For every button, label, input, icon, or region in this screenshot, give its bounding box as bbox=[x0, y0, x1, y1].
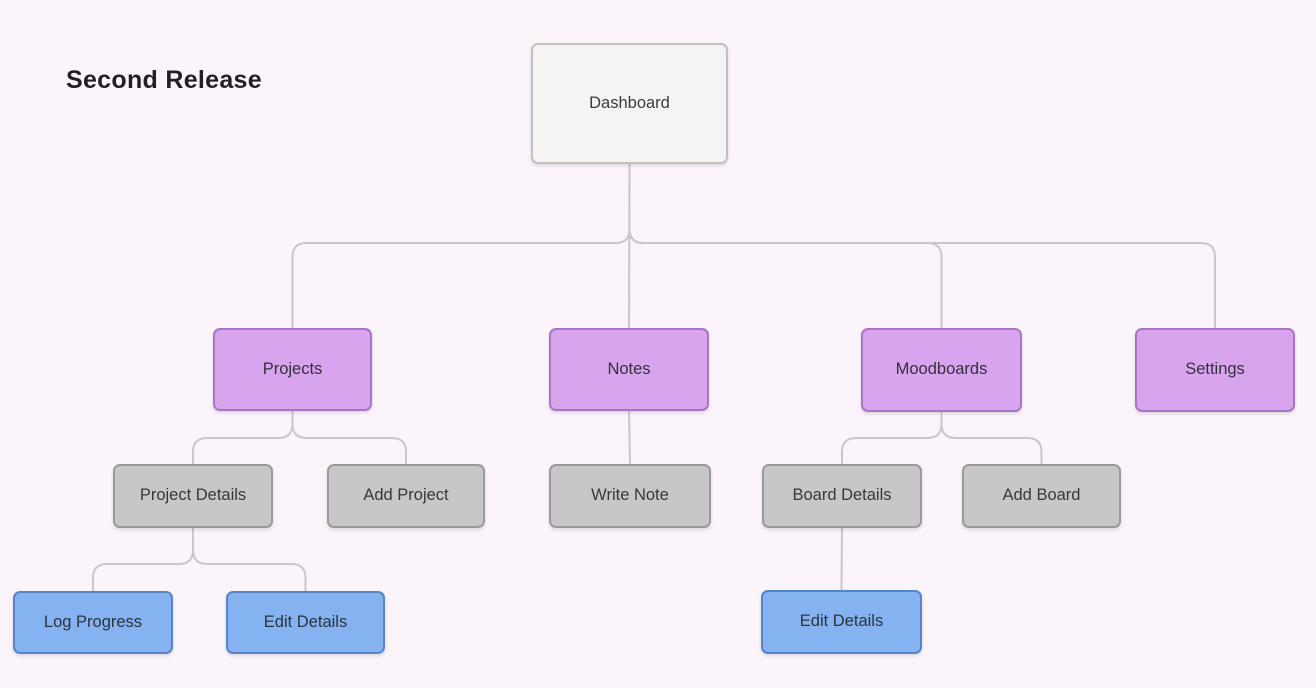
connector-dashboard-moodboards bbox=[628, 163, 943, 329]
diagram-title: Second Release bbox=[66, 66, 262, 94]
node-notes[interactable]: Notes bbox=[549, 328, 709, 411]
node-dashboard[interactable]: Dashboard bbox=[531, 43, 728, 164]
node-add-project[interactable]: Add Project bbox=[327, 464, 485, 528]
connector-notes-write-note bbox=[628, 410, 631, 465]
connector-projects-add-project bbox=[291, 410, 407, 465]
connector-projects-project-details bbox=[192, 410, 294, 465]
node-board-details[interactable]: Board Details bbox=[762, 464, 922, 528]
connector-moodboards-add-board bbox=[940, 411, 1043, 465]
node-edit-details-project[interactable]: Edit Details bbox=[226, 591, 385, 654]
node-projects[interactable]: Projects bbox=[213, 328, 372, 411]
connector-project-details-log-progress bbox=[92, 527, 194, 592]
node-edit-details-board[interactable]: Edit Details bbox=[761, 590, 922, 654]
node-add-board[interactable]: Add Board bbox=[962, 464, 1121, 528]
connector-dashboard-settings bbox=[628, 163, 1216, 329]
connector-dashboard-projects bbox=[291, 163, 631, 329]
node-settings[interactable]: Settings bbox=[1135, 328, 1295, 412]
node-moodboards[interactable]: Moodboards bbox=[861, 328, 1022, 412]
node-log-progress[interactable]: Log Progress bbox=[13, 591, 173, 654]
connector-board-details-edit-details-board bbox=[840, 527, 843, 591]
node-write-note[interactable]: Write Note bbox=[549, 464, 711, 528]
connector-moodboards-board-details bbox=[841, 411, 943, 465]
connector-project-details-edit-details-project bbox=[192, 527, 307, 592]
node-project-details[interactable]: Project Details bbox=[113, 464, 273, 528]
